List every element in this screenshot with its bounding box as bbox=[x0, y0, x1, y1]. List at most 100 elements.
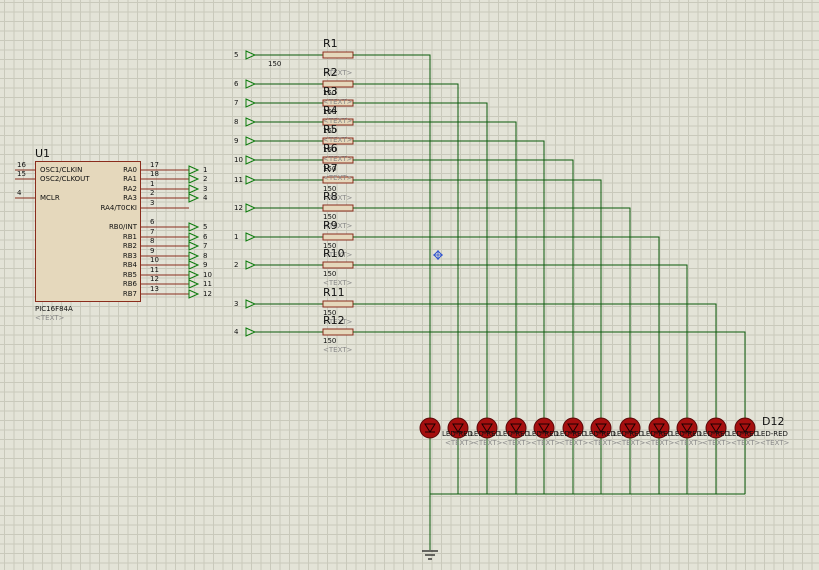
resistor-ref-label: R4 bbox=[323, 104, 338, 117]
led-part-label: LED-RED bbox=[556, 430, 587, 438]
resistor-ref-label: R12 bbox=[323, 314, 345, 327]
ic-left-pin-number: 15 bbox=[17, 170, 26, 178]
ic-right-pin-number: 7 bbox=[150, 228, 155, 236]
led-diode-icon bbox=[538, 423, 550, 433]
ic-net-terminal-icon bbox=[188, 222, 200, 232]
ic-right-pin-name: RA0 bbox=[123, 166, 137, 174]
ic-net-label: 4 bbox=[203, 194, 208, 202]
wire-segment bbox=[353, 159, 574, 418]
resistor-ref-label: R7 bbox=[323, 162, 338, 175]
resistor-text-placeholder: <TEXT> bbox=[323, 194, 353, 202]
led-body-icon bbox=[476, 417, 498, 439]
resistor-text-placeholder: <TEXT> bbox=[323, 251, 353, 259]
resistor-body bbox=[322, 300, 354, 308]
ic-right-pin-name: RB4 bbox=[122, 261, 137, 269]
led-body-icon bbox=[562, 417, 584, 439]
ic-net-label: 9 bbox=[203, 261, 208, 269]
resistor-text-placeholder: <TEXT> bbox=[323, 174, 353, 182]
resistor-net-label: 11 bbox=[234, 176, 243, 184]
wire-segment bbox=[353, 121, 517, 418]
resistor-text-placeholder: <TEXT> bbox=[323, 69, 353, 77]
led-part-label: LED-RED bbox=[757, 430, 788, 438]
resistor-net-label: 12 bbox=[234, 204, 243, 212]
led-diode-icon bbox=[510, 423, 522, 433]
resistor-text-placeholder: <TEXT> bbox=[323, 98, 353, 106]
ic-net-label: 8 bbox=[203, 252, 208, 260]
resistor-net-label: 1 bbox=[234, 233, 239, 241]
resistor-ref-label: R8 bbox=[323, 190, 338, 203]
ic-net-label: 7 bbox=[203, 242, 208, 250]
led-part-label: LED-RED bbox=[728, 430, 759, 438]
resistor-net-label: 5 bbox=[234, 51, 239, 59]
ic-net-label: 11 bbox=[203, 280, 212, 288]
led-body-icon bbox=[533, 417, 555, 439]
ic-right-pin-number: 3 bbox=[150, 199, 155, 207]
led-part-label: LED-RED bbox=[642, 430, 673, 438]
ic-net-terminal-icon bbox=[188, 174, 200, 184]
resistor-net-label: 2 bbox=[234, 261, 239, 269]
led-ref-label: D12 bbox=[762, 415, 785, 428]
ic-right-pin-number: 8 bbox=[150, 237, 155, 245]
led-text-placeholder: <TEXT> bbox=[588, 439, 618, 447]
resistor-net-terminal-icon bbox=[245, 232, 257, 242]
resistor-ref-label: R2 bbox=[323, 66, 338, 79]
ic-left-pin-number: 16 bbox=[17, 161, 26, 169]
pic16f84a-chip[interactable] bbox=[35, 161, 141, 302]
resistor-net-label: 9 bbox=[234, 137, 239, 145]
resistor-value-label: 150 bbox=[323, 242, 337, 250]
resistor-net-terminal-icon bbox=[245, 175, 257, 185]
led-diode-icon bbox=[452, 423, 464, 433]
led-body-icon bbox=[590, 417, 612, 439]
ic-right-pin-number: 13 bbox=[150, 285, 159, 293]
resistor-net-terminal-icon bbox=[245, 327, 257, 337]
resistor-value-label: 150 bbox=[323, 165, 337, 173]
ic-net-label: 1 bbox=[203, 166, 208, 174]
ic-right-pin-number: 1 bbox=[150, 180, 155, 188]
led-part-label: LED-RED bbox=[585, 430, 616, 438]
led-part-label: LED-RED bbox=[499, 430, 530, 438]
resistor-value-label: 150 bbox=[323, 337, 337, 345]
ic-net-label: 12 bbox=[203, 290, 212, 298]
resistor-net-terminal-icon bbox=[245, 299, 257, 309]
ic-left-pin-name: OSC2/CLKOUT bbox=[40, 175, 90, 183]
led-text-placeholder: <TEXT> bbox=[531, 439, 561, 447]
led-text-placeholder: <TEXT> bbox=[645, 439, 675, 447]
ic-right-pin-name: RA4/T0CKI bbox=[100, 204, 137, 212]
resistor-value-label: 150 bbox=[323, 108, 337, 116]
resistor-text-placeholder: <TEXT> bbox=[323, 117, 353, 125]
led-diode-icon bbox=[739, 423, 751, 433]
resistor-body bbox=[322, 328, 354, 336]
ic-right-pin-name: RA2 bbox=[123, 185, 137, 193]
resistor-net-terminal-icon bbox=[245, 155, 257, 165]
led-part-label: LED-RED bbox=[671, 430, 702, 438]
ic-right-pin-name: RB0/INT bbox=[108, 223, 137, 231]
ic-right-pin-number: 2 bbox=[150, 189, 155, 197]
ic-left-pin-number: 4 bbox=[17, 189, 22, 197]
led-diode-icon bbox=[595, 423, 607, 433]
led-diode-icon bbox=[653, 423, 665, 433]
ic-net-terminal-icon bbox=[188, 279, 200, 289]
ic-right-pin-number: 11 bbox=[150, 266, 159, 274]
ic-net-label: 3 bbox=[203, 185, 208, 193]
resistor-body bbox=[322, 261, 354, 269]
resistor-ref-label: R3 bbox=[323, 85, 338, 98]
resistor-net-terminal-icon bbox=[245, 260, 257, 270]
ic-right-pin-name: RA3 bbox=[123, 194, 137, 202]
led-diode-icon bbox=[567, 423, 579, 433]
led-text-placeholder: <TEXT> bbox=[760, 439, 790, 447]
ic-right-pin-name: RB1 bbox=[122, 233, 137, 241]
resistor-net-label: 8 bbox=[234, 118, 239, 126]
resistor-value-label: 150 bbox=[323, 146, 337, 154]
resistor-ref-label: R9 bbox=[323, 219, 338, 232]
ic-net-label: 6 bbox=[203, 233, 208, 241]
resistor-text-placeholder: <TEXT> bbox=[323, 346, 353, 354]
led-body-icon bbox=[619, 417, 641, 439]
resistor-ref-label: R5 bbox=[323, 123, 338, 136]
led-text-placeholder: <TEXT> bbox=[502, 439, 532, 447]
resistor-net-terminal-icon bbox=[245, 98, 257, 108]
led-diode-icon bbox=[681, 423, 693, 433]
ic-right-pin-number: 9 bbox=[150, 247, 155, 255]
wire-segment bbox=[353, 331, 746, 418]
resistor-net-label: 4 bbox=[234, 328, 239, 336]
